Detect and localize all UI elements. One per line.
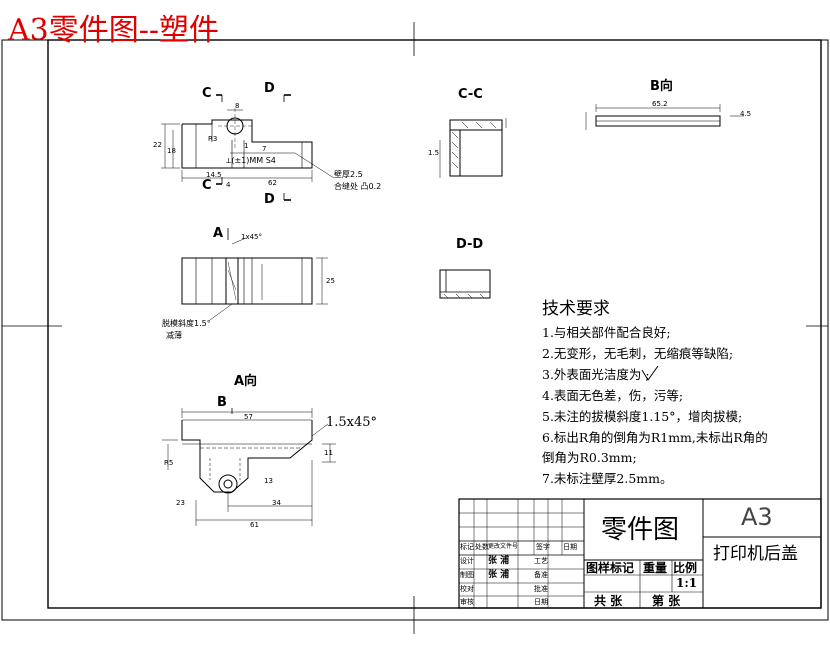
title-block-size: A3	[741, 503, 773, 531]
main-view	[161, 94, 335, 201]
tb-stage-date: 日期	[534, 598, 548, 606]
tb-row-draw: 制图	[460, 571, 474, 579]
section-dd	[439, 269, 491, 299]
dim-1-5: 1.5	[428, 149, 440, 157]
tech-item-5: 5.未注的拔模斜度1.15°，增肉拔模;	[542, 409, 743, 424]
note-glue-gap: 合缝处 凸0.2	[334, 182, 382, 191]
tech-item-6b: 倒角为R0.3mm;	[542, 450, 637, 465]
view-label-d-top: D	[264, 81, 275, 96]
view-label-c-top: C	[202, 86, 212, 101]
note-tolerance-frame: ⟂(±1)MM S4	[226, 156, 276, 165]
tb-row-check: 校对	[460, 585, 474, 593]
tb-col-sign: 签字	[536, 543, 550, 551]
tb-stage-approve: 批准	[534, 585, 548, 593]
tech-item-4: 4.表面无色差，伤，污等;	[542, 388, 684, 403]
tb-drafter: 张 浦	[488, 570, 510, 580]
dim-11: 11	[324, 449, 333, 457]
view-label-cc: C-C	[458, 87, 483, 102]
dim-4: 4	[226, 181, 231, 189]
dim-7: 7	[262, 145, 267, 153]
title-block-part-name: 打印机后盖	[713, 544, 798, 564]
sheet-title: A3零件图--塑件	[8, 13, 220, 48]
dim-13: 13	[264, 477, 273, 485]
title-block	[458, 498, 822, 609]
tb-sheet-number: 第 张	[652, 594, 681, 608]
dim-22: 22	[153, 141, 162, 149]
tb-weight-label: 重量	[643, 561, 668, 575]
tb-col-count: 处数	[475, 543, 489, 551]
view-label-a-dir: A向	[234, 374, 258, 389]
view-label-b-arrow: B	[217, 395, 227, 410]
note-draft-angle: 脱模斜度1.5°	[162, 319, 211, 328]
tech-item-3: 3.外表面光洁度为 ;	[542, 367, 650, 382]
dim-62: 62	[268, 179, 277, 187]
note-wall-thickness: 壁厚2.5	[334, 170, 363, 179]
view-b	[585, 104, 744, 130]
dim-25: 25	[326, 277, 335, 285]
dim-8: 8	[235, 102, 240, 110]
dim-4-5: 4.5	[740, 110, 752, 118]
tb-designer: 张 浦	[488, 556, 510, 566]
dim-34: 34	[272, 499, 281, 507]
tb-scale-label: 比例	[673, 561, 698, 575]
view-label-a-arrow: A	[213, 226, 224, 241]
note-thinning: 减薄	[166, 331, 182, 340]
inner-frame	[47, 39, 822, 609]
tech-item-1: 1.与相关部件配合良好;	[542, 325, 671, 340]
dim-1: 1	[244, 142, 249, 150]
dim-r3: R3	[208, 135, 218, 143]
dim-61: 61	[250, 521, 259, 529]
title-block-part-drawing: 零件图	[601, 515, 680, 545]
tech-item-6: 6.标出R角的倒角为R1mm,未标出R角的	[542, 430, 768, 445]
dim-1x45: 1x45°	[241, 233, 263, 241]
dim-14-5: 14.5	[206, 171, 222, 179]
tb-stage-standard: 备准	[534, 571, 548, 579]
view-label-d-bottom: D	[264, 192, 275, 207]
tb-mark-label: 图样标记	[586, 561, 635, 575]
tb-scale-value: 1:1	[676, 576, 698, 590]
tb-total-sheets: 共 张	[594, 594, 623, 608]
tb-row-design: 设计	[460, 557, 474, 565]
tech-item-7: 7.未标注壁厚2.5mm。	[542, 471, 673, 486]
dim-57: 57	[244, 413, 253, 421]
view-label-b-dir: B向	[650, 79, 673, 94]
centering-marks	[2, 22, 828, 634]
tech-requirements-title: 技术要求	[542, 299, 610, 319]
view-label-c-bottom: C	[202, 178, 212, 193]
dim-65-2: 65.2	[652, 100, 668, 108]
dim-18: 18	[167, 147, 176, 155]
tb-stage-process: 工艺	[534, 557, 548, 565]
tb-row-review: 审核	[460, 598, 474, 606]
surface-finish-icon	[641, 366, 659, 381]
dim-23: 23	[176, 499, 185, 507]
front-view	[181, 228, 328, 321]
view-a	[162, 408, 336, 526]
tb-col-date: 日期	[563, 543, 577, 551]
dim-1-5x45: 1.5x45°	[326, 415, 378, 430]
dim-r5: R5	[164, 459, 174, 467]
view-label-dd: D-D	[456, 237, 484, 252]
tb-col-mark: 标记	[460, 543, 474, 551]
tb-col-change: 更改文件号	[488, 543, 519, 550]
outer-frame	[1, 39, 829, 621]
section-cc	[439, 118, 507, 178]
tech-item-2: 2.无变形，无毛刺，无缩痕等缺陷;	[542, 346, 734, 361]
